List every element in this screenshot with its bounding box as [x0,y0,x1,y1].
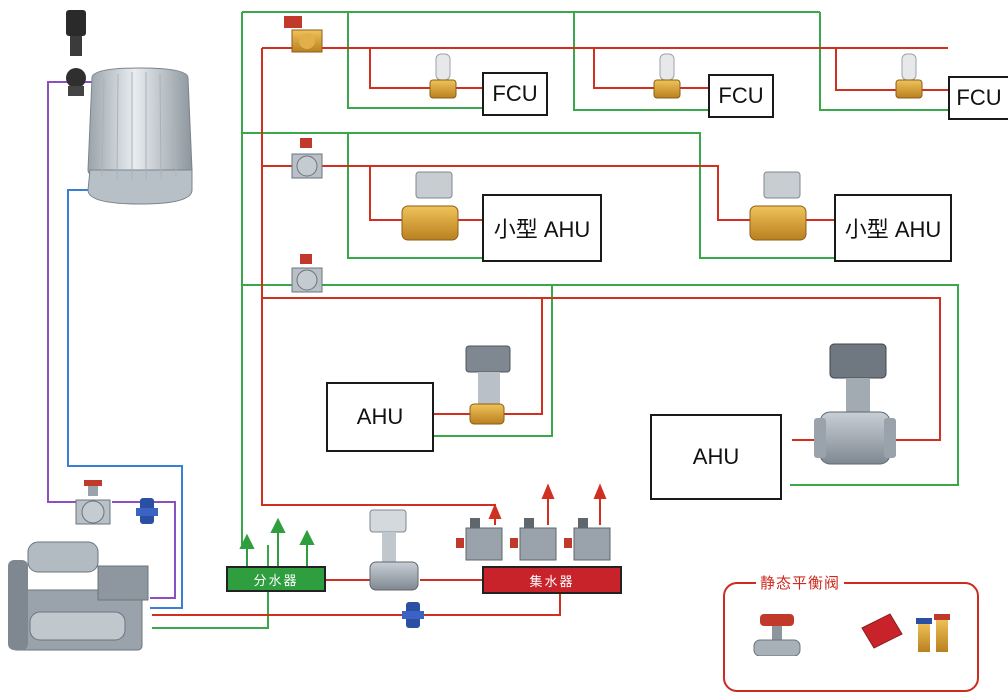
fcu-unit-3: FCU [948,76,1008,120]
legend-title: 静态平衡阀 [756,572,845,593]
motorized-control-valve-icon [749,171,807,241]
pump-icon [402,602,424,628]
small-ahu-label: 小型 AHU [844,217,942,242]
fcu-label: FCU [718,83,764,108]
balancing-valve-icon [564,518,611,561]
balancing-valve-icon [291,254,323,293]
motorized-control-valve-icon [814,343,896,465]
balancing-valve-icon [753,614,801,656]
actuator-valve-icon [429,53,457,99]
ahu-unit-1: AHU [326,382,434,452]
small-ahu-unit-2: 小型 AHU [834,194,952,262]
supply-manifold: 集水器 [482,566,622,594]
fcu-label: FCU [492,81,538,106]
ahu-label: AHU [692,444,740,469]
motorized-control-valve-icon [465,345,511,425]
ahu-unit-2: AHU [650,414,782,500]
flow-arrow-icon [239,517,315,566]
actuator-valve-icon [653,53,681,99]
chiller-icon [8,541,149,651]
balancing-valve-icon [861,613,950,652]
ahu-label: AHU [356,404,404,429]
return-manifold: 分水器 [226,566,326,592]
balancing-valve-icon [291,138,323,179]
balancing-valve-icon [75,480,111,525]
small-ahu-label: 小型 AHU [493,217,591,242]
actuator-valve-icon [895,53,923,99]
supply-manifold-label: 集水器 [529,573,575,589]
small-ahu-unit-1: 小型 AHU [482,194,602,262]
fcu-unit-1: FCU [482,72,548,116]
fcu-unit-2: FCU [708,74,774,118]
return-pipes [152,11,959,629]
cooling-tower-icon [66,10,193,205]
balancing-valve-icon [284,16,323,53]
pump-icon [136,498,158,524]
fcu-label: FCU [956,85,1002,110]
motorized-control-valve-icon [401,171,459,241]
flow-arrow-icon [488,483,607,519]
return-manifold-label: 分水器 [253,572,299,588]
balancing-valve-icon [510,518,557,561]
balancing-valve-icon [456,518,503,561]
motorized-control-valve-icon [369,509,419,591]
hvac-water-system-diagram [8,10,959,651]
legend-valves [753,613,950,656]
